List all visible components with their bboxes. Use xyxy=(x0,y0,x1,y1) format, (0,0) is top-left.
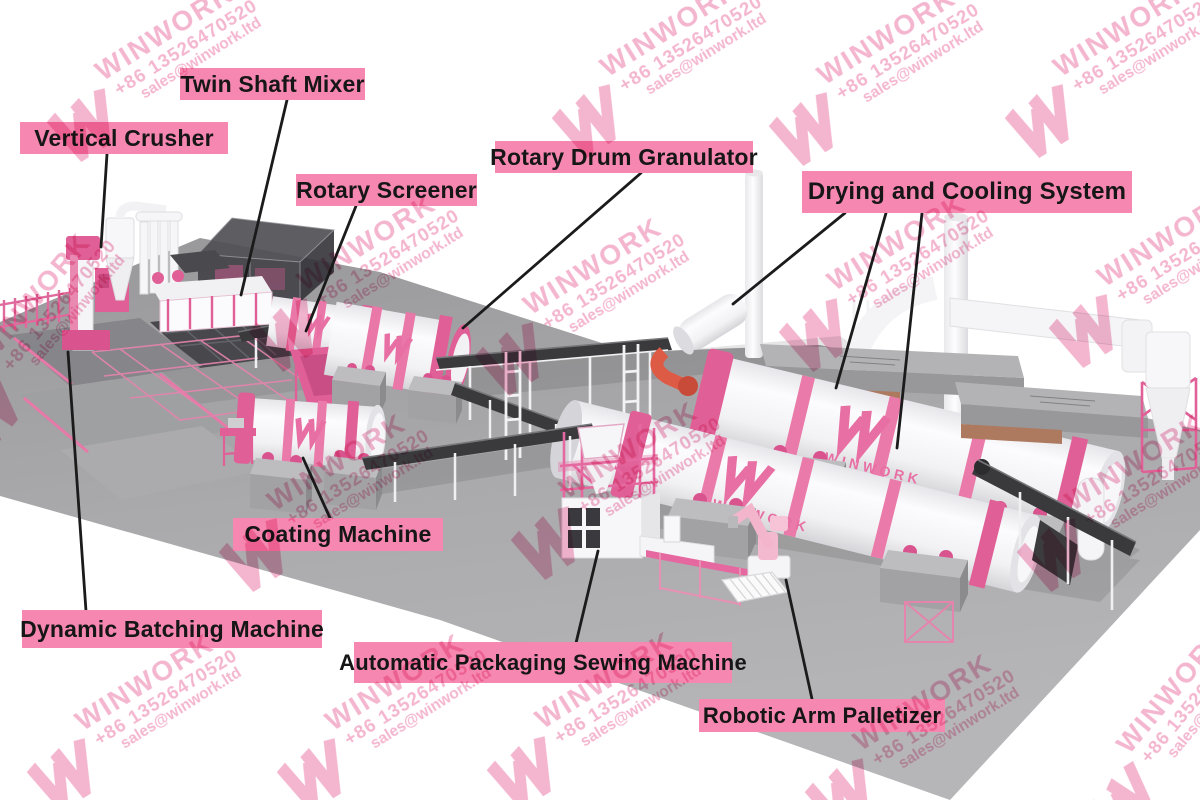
label-text: Rotary Screener xyxy=(296,176,477,203)
leader-drying-3 xyxy=(895,211,924,450)
dust-cyclone xyxy=(1140,331,1198,480)
label-vertical-crusher: Vertical Crusher xyxy=(20,122,228,154)
leader-dynamic-batching xyxy=(66,350,88,613)
label-text: Rotary Drum Granulator xyxy=(490,143,758,170)
leader-automatic-packaging xyxy=(574,549,600,645)
label-dynamic-batching-machine: Dynamic Batching Machine xyxy=(20,610,324,648)
label-drying-and-cooling-system: Drying and Cooling System xyxy=(802,171,1132,213)
label-robotic-arm-palletizer: Robotic Arm Palletizer xyxy=(699,699,945,732)
label-rotary-screener: Rotary Screener xyxy=(296,174,477,206)
leader-drying-1 xyxy=(731,211,847,306)
leader-robotic-arm xyxy=(784,578,814,701)
label-text: Robotic Arm Palletizer xyxy=(702,702,942,728)
hot-air-furnace-cooler xyxy=(955,382,1148,444)
label-rotary-drum-granulator: Rotary Drum Granulator xyxy=(490,141,758,173)
label-text: Vertical Crusher xyxy=(34,124,214,151)
label-text: Drying and Cooling System xyxy=(807,178,1127,205)
label-text: Dynamic Batching Machine xyxy=(20,615,324,642)
label-automatic-packaging-sewing-machine: Automatic Packaging Sewing Machine xyxy=(339,642,747,683)
coating-to-packaging-conveyor xyxy=(361,423,596,502)
leader-rotary-drum-granulator xyxy=(461,171,643,330)
rotary-drum-granulator-machine xyxy=(323,301,471,424)
leader-vertical-crusher xyxy=(99,152,109,249)
dryer-inlet-hood xyxy=(650,293,748,396)
label-twin-shaft-mixer: Twin Shaft Mixer xyxy=(180,68,365,100)
leader-coating-machine xyxy=(301,456,332,520)
label-coating-machine: Coating Machine xyxy=(233,518,443,551)
label-text: Twin Shaft Mixer xyxy=(180,70,365,97)
leader-twin-shaft-mixer xyxy=(239,98,289,297)
coating-machine-drum xyxy=(220,392,386,514)
label-text: Coating Machine xyxy=(244,521,432,547)
label-text: Automatic Packaging Sewing Machine xyxy=(339,649,747,675)
robotic-arm-palletizer-machine xyxy=(720,502,954,643)
